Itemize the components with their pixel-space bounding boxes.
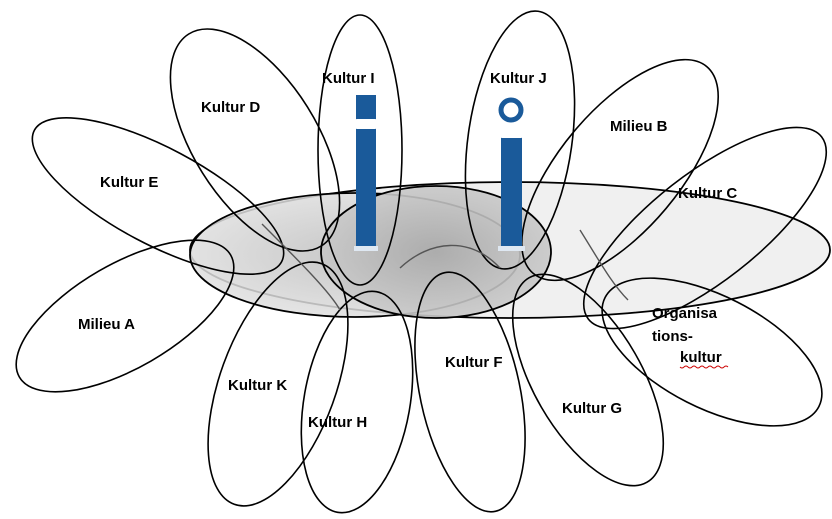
central-inner-ellipse: [320, 185, 552, 319]
label-organisationskultur-line2: tions-: [652, 328, 693, 345]
label-organisationskultur-line1: Organisa: [652, 305, 718, 322]
label-milieu-b: Milieu B: [610, 118, 668, 135]
label-kultur-f: Kultur F: [445, 354, 503, 371]
inner-arc-left: [261, 223, 341, 311]
petal-kultur-g: [511, 273, 665, 487]
letter-i-figure-with-ring-icon: [497, 97, 526, 251]
petal-kultur-e: [31, 116, 285, 276]
petal-kultur-c: [582, 126, 828, 330]
label-kultur-k: Kultur K: [228, 377, 287, 394]
petal-kultur-f: [414, 271, 526, 513]
label-kultur-i: Kultur I: [322, 70, 375, 87]
label-kultur-c: Kultur C: [678, 185, 737, 202]
label-milieu-a: Milieu A: [78, 316, 135, 333]
petal-organisationskultur: [601, 277, 823, 427]
label-kultur-j: Kultur J: [490, 70, 547, 87]
label-kultur-d: Kultur D: [201, 99, 260, 116]
petal-kultur-k: [207, 261, 349, 507]
label-kultur-g: Kultur G: [562, 400, 622, 417]
label-kultur-e: Kultur E: [100, 174, 158, 191]
petal-kultur-d: [169, 28, 341, 252]
petal-kultur-h: [300, 290, 414, 514]
petal-kultur-i: [317, 14, 403, 286]
inner-arc-mid: [399, 244, 501, 269]
label-kultur-h: Kultur H: [308, 414, 367, 431]
petal-milieu-b: [521, 58, 719, 282]
petal-kultur-j: [464, 10, 576, 270]
letter-i-figure-icon: [352, 95, 380, 251]
label-organisationskultur-line3: kultur: [680, 349, 722, 366]
inner-arc-right: [579, 229, 629, 301]
petal-milieu-a: [15, 239, 235, 393]
spellcheck-underline: [679, 365, 729, 369]
